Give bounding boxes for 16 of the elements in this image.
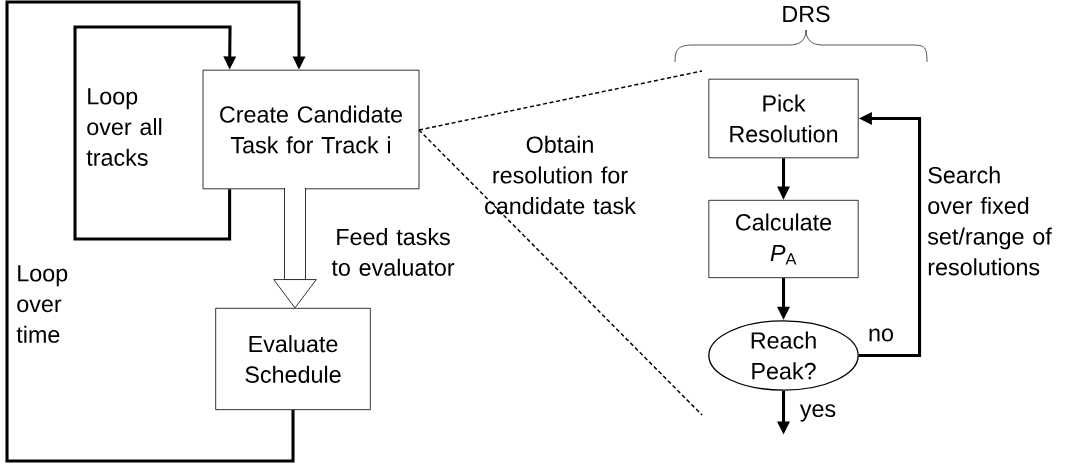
edge-label: Loop over all tracks — [86, 88, 162, 166]
block-arrow — [273, 188, 317, 309]
label: Obtain resolution for candidate task — [485, 135, 636, 215]
process-box: Create Candidate Task for Track i — [202, 69, 420, 190]
edge-label: Loop over time — [16, 265, 68, 343]
arrow — [858, 112, 922, 358]
process-box: Evaluate Schedule — [215, 307, 371, 411]
label: DRS — [783, 5, 830, 23]
edge-label: Feed tasks to evaluator — [331, 228, 455, 276]
edge-label: no — [869, 328, 893, 342]
process-box: Calculate P$_{A}$ — [708, 199, 859, 279]
arrow — [73, 25, 237, 241]
arrow — [5, 0, 306, 463]
label: Search over fixed set/range of resolutions — [927, 166, 1052, 276]
edge-label: yes — [799, 404, 836, 422]
process-box: Pick Resolution — [708, 78, 859, 159]
